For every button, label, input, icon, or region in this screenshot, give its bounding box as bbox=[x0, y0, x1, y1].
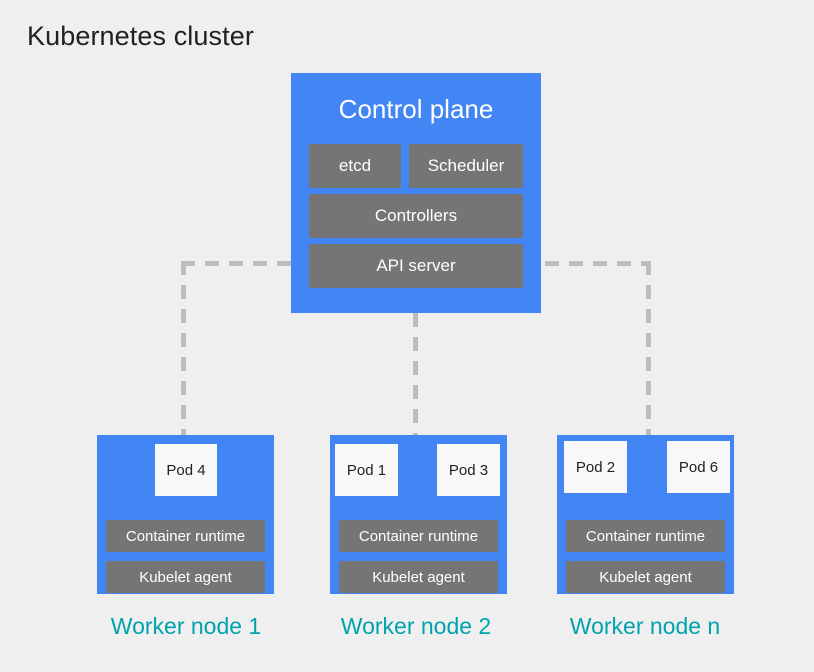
worker-node-2-kubelet-agent[interactable]: Kubelet agent bbox=[339, 561, 498, 593]
pod-box[interactable]: Pod 6 bbox=[667, 441, 730, 493]
worker-node-2-panel[interactable]: Pod 1 Pod 3 Container runtime Kubelet ag… bbox=[330, 435, 507, 594]
worker-node-n-container-runtime[interactable]: Container runtime bbox=[566, 520, 725, 552]
worker-node-1-panel[interactable]: Pod 4 Container runtime Kubelet agent bbox=[97, 435, 274, 594]
pod-box[interactable]: Pod 2 bbox=[564, 441, 627, 493]
page-title: Kubernetes cluster bbox=[27, 21, 254, 51]
worker-node-1-container-runtime[interactable]: Container runtime bbox=[106, 520, 265, 552]
worker-node-n-panel[interactable]: Pod 2 Pod 6 Container runtime Kubelet ag… bbox=[557, 435, 734, 594]
pod-box[interactable]: Pod 1 bbox=[335, 444, 398, 496]
connector-worker-node-n-vertical bbox=[646, 261, 651, 437]
connector-worker-node-n-horizontal bbox=[521, 261, 651, 266]
control-plane-component-api-server[interactable]: API server bbox=[309, 244, 523, 288]
worker-node-2-label: Worker node 2 bbox=[340, 613, 492, 639]
connector-worker-node-2-vertical bbox=[413, 313, 418, 437]
connector-worker-node-1-vertical bbox=[181, 261, 186, 437]
control-plane-panel[interactable]: Control plane etcd Scheduler Controllers… bbox=[291, 73, 541, 313]
worker-node-2-container-runtime[interactable]: Container runtime bbox=[339, 520, 498, 552]
control-plane-component-etcd[interactable]: etcd bbox=[309, 144, 401, 188]
worker-node-1-kubelet-agent[interactable]: Kubelet agent bbox=[106, 561, 265, 593]
control-plane-title: Control plane bbox=[338, 94, 494, 124]
connector-worker-node-1-horizontal bbox=[181, 261, 293, 266]
worker-node-n-kubelet-agent[interactable]: Kubelet agent bbox=[566, 561, 725, 593]
pod-box[interactable]: Pod 4 bbox=[155, 444, 217, 496]
worker-node-n-label: Worker node n bbox=[569, 613, 721, 639]
pod-box[interactable]: Pod 3 bbox=[437, 444, 500, 496]
control-plane-component-scheduler[interactable]: Scheduler bbox=[409, 144, 523, 188]
worker-node-1-label: Worker node 1 bbox=[110, 613, 262, 639]
control-plane-component-controllers[interactable]: Controllers bbox=[309, 194, 523, 238]
